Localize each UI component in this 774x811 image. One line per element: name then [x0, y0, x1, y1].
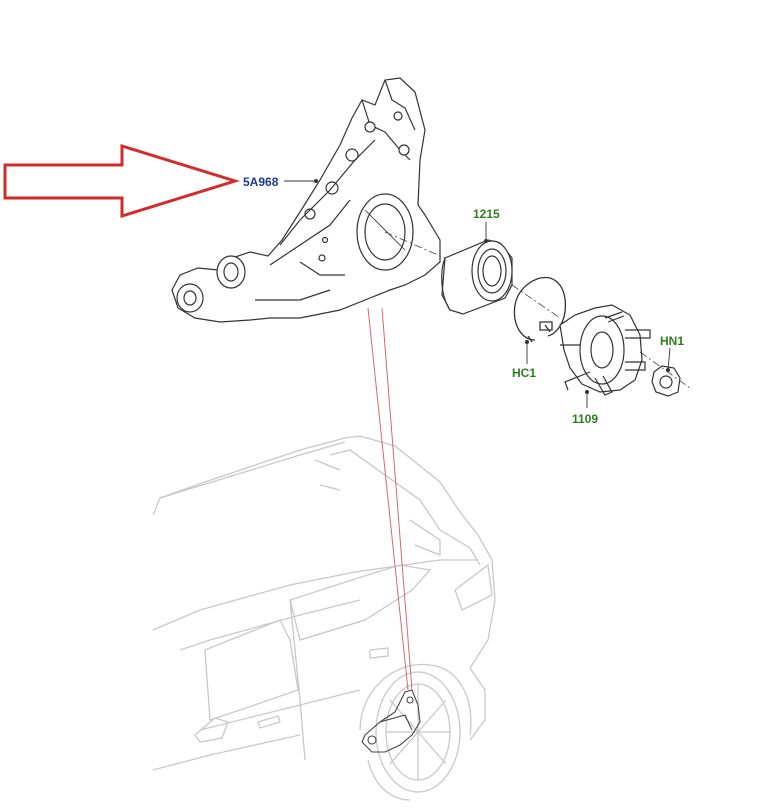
callout-circlip: HC1: [512, 366, 536, 380]
wheel-hub-part: [559, 304, 651, 396]
callout-nut: HN1: [660, 334, 684, 348]
circlip-part: [513, 276, 567, 343]
callout-leaders: [284, 180, 671, 408]
location-leader-lines: [367, 307, 413, 691]
wheel-bearing-part: [441, 239, 513, 315]
pointer-arrow: [3, 143, 241, 219]
hub-nut-part: [651, 365, 681, 397]
callout-hub: 1109: [572, 412, 598, 426]
callout-knuckle: 5A968: [243, 175, 279, 189]
knuckle-part: [171, 77, 441, 323]
vehicle-outline: [152, 435, 496, 801]
assembly-axis: [384, 231, 691, 389]
callout-dots: [314, 179, 670, 394]
callout-bearing: 1215: [473, 207, 500, 221]
wheel-suspension-detail: [361, 689, 421, 753]
